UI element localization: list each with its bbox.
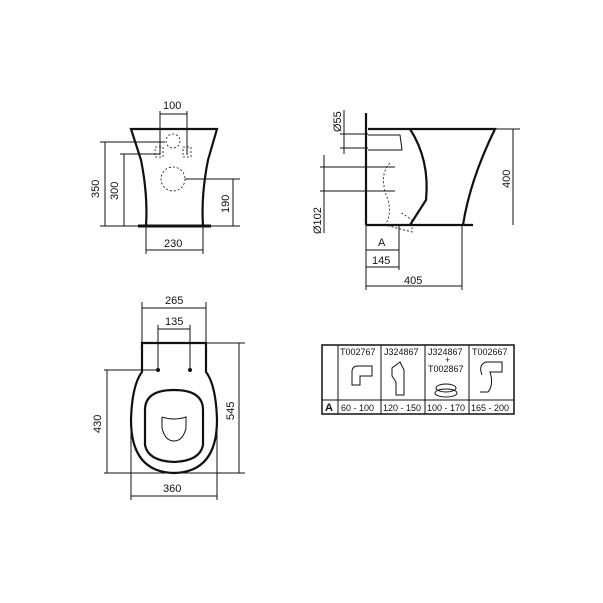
dim-405: 405 (404, 275, 422, 287)
elbow-pipe-icon (351, 365, 373, 386)
dim-430: 430 (92, 415, 104, 433)
dim-190: 190 (220, 195, 232, 213)
code-col4: T002667 (472, 347, 508, 357)
code-col2: J324867 (384, 347, 419, 357)
dim-100: 100 (163, 100, 181, 112)
range-col1: 60 - 100 (341, 403, 374, 413)
range-col2: 120 - 150 (383, 403, 421, 413)
dim-230: 230 (164, 238, 182, 250)
range-col4: 165 - 200 (471, 403, 509, 413)
side-view: Ø55 Ø102 400 A 145 405 (312, 110, 520, 290)
dim-265: 265 (165, 295, 183, 307)
code2-col3: T002867 (428, 364, 464, 374)
dim-400: 400 (501, 170, 513, 188)
dim-a: A (378, 237, 386, 249)
offset-pipe-icon (391, 361, 405, 396)
dim-300: 300 (109, 182, 121, 200)
curved-pipe-icon (480, 361, 503, 393)
front-view: 100 350 300 190 230 (90, 100, 240, 254)
connector-table: T002767 J324867 J324867 + T002867 T00266… (321, 344, 515, 415)
dim-135: 135 (165, 316, 183, 328)
code-col1: T002767 (340, 347, 376, 357)
dim-outlet-dia: Ø102 (312, 207, 324, 234)
dim-545: 545 (225, 402, 237, 420)
plus-col3: + (445, 355, 450, 365)
dim-350: 350 (90, 180, 102, 198)
top-view: 265 135 430 545 360 (92, 295, 245, 500)
range-col3: 100 - 170 (427, 403, 465, 413)
seal-ring-icon (435, 383, 457, 393)
code-col3: J324867 (428, 347, 463, 357)
dim-145: 145 (372, 255, 390, 267)
row-label-a: A (325, 402, 333, 414)
dim-360: 360 (163, 483, 181, 495)
dim-inlet-dia: Ø55 (332, 111, 344, 132)
